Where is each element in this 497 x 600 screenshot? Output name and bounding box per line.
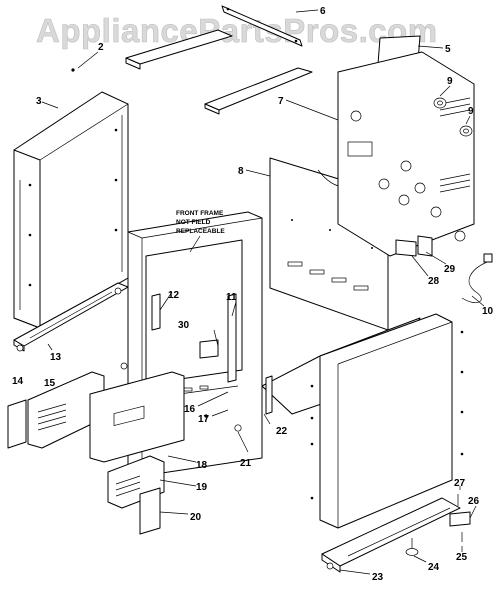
part-11-frame-rail[interactable] bbox=[227, 293, 237, 383]
part-21-clip[interactable] bbox=[234, 424, 242, 432]
part-22-strip[interactable] bbox=[265, 375, 273, 415]
part-9-grommet-lower[interactable] bbox=[459, 125, 473, 137]
callout-2[interactable]: 2 bbox=[98, 42, 104, 53]
note-line-3: REPLACEABLE bbox=[176, 228, 225, 235]
note-line-2: NOT FIELD bbox=[176, 219, 211, 226]
part-10-cord[interactable] bbox=[461, 253, 493, 303]
callout-27[interactable]: 27 bbox=[454, 478, 466, 489]
callout-17[interactable]: 17 bbox=[198, 414, 210, 425]
callout-12[interactable]: 12 bbox=[168, 290, 180, 301]
part-12-bracket[interactable] bbox=[151, 293, 161, 331]
callout-18[interactable]: 18 bbox=[196, 460, 208, 471]
callout-9-upper[interactable]: 9 bbox=[447, 76, 453, 87]
part-9-grommet-upper[interactable] bbox=[433, 97, 447, 109]
part-26-bracket[interactable] bbox=[449, 511, 471, 527]
part-6-top-trim[interactable] bbox=[125, 5, 313, 115]
callout-10[interactable]: 10 bbox=[482, 306, 494, 317]
callout-30[interactable]: 30 bbox=[178, 320, 190, 331]
callout-8[interactable]: 8 bbox=[238, 166, 244, 177]
right-side-panel bbox=[310, 313, 464, 529]
callout-26[interactable]: 26 bbox=[468, 496, 480, 507]
callout-20[interactable]: 20 bbox=[190, 512, 202, 523]
callout-14[interactable]: 14 bbox=[12, 376, 24, 387]
callout-29[interactable]: 29 bbox=[444, 264, 456, 275]
callout-23[interactable]: 23 bbox=[372, 572, 384, 583]
callout-21[interactable]: 21 bbox=[240, 458, 252, 469]
part-18-drawer-front[interactable] bbox=[89, 371, 185, 463]
part-28-bracket[interactable] bbox=[395, 239, 417, 257]
part-24-foot[interactable] bbox=[405, 538, 419, 556]
part-20-end-cap[interactable] bbox=[139, 487, 161, 535]
callout-5[interactable]: 5 bbox=[445, 44, 451, 55]
callout-labels: 2 3 5 6 7 8 9 9 10 11 12 13 14 15 16 17 … bbox=[12, 6, 494, 583]
callout-25[interactable]: 25 bbox=[456, 552, 468, 563]
callout-22[interactable]: 22 bbox=[276, 426, 288, 437]
callout-7[interactable]: 7 bbox=[278, 96, 284, 107]
callout-6[interactable]: 6 bbox=[320, 6, 326, 17]
callout-11[interactable]: 11 bbox=[226, 292, 237, 303]
part-2-screw[interactable] bbox=[71, 68, 75, 72]
part-7-back-panel[interactable] bbox=[337, 51, 475, 257]
leader-lines bbox=[41, 9, 485, 575]
callout-15[interactable]: 15 bbox=[44, 378, 56, 389]
part-13-left-base-rail[interactable] bbox=[13, 282, 129, 352]
callout-9-lower[interactable]: 9 bbox=[468, 106, 474, 117]
part-14-end-cap[interactable] bbox=[7, 399, 27, 449]
part-17-screw[interactable] bbox=[204, 414, 208, 418]
part-29-bracket[interactable] bbox=[417, 235, 433, 257]
part-23-right-base-rail[interactable] bbox=[321, 497, 461, 573]
callout-16[interactable]: 16 bbox=[184, 404, 196, 415]
callout-3[interactable]: 3 bbox=[36, 96, 42, 107]
part-30-clip[interactable] bbox=[199, 339, 219, 359]
callout-13[interactable]: 13 bbox=[50, 352, 62, 363]
note-line-1: FRONT FRAME bbox=[176, 210, 224, 217]
part-3-left-side-panel[interactable] bbox=[13, 91, 129, 329]
callout-19[interactable]: 19 bbox=[196, 482, 208, 493]
callout-28[interactable]: 28 bbox=[428, 276, 440, 287]
front-frame-note: FRONT FRAME NOT FIELD REPLACEABLE bbox=[176, 210, 225, 253]
callout-24[interactable]: 24 bbox=[428, 562, 440, 573]
